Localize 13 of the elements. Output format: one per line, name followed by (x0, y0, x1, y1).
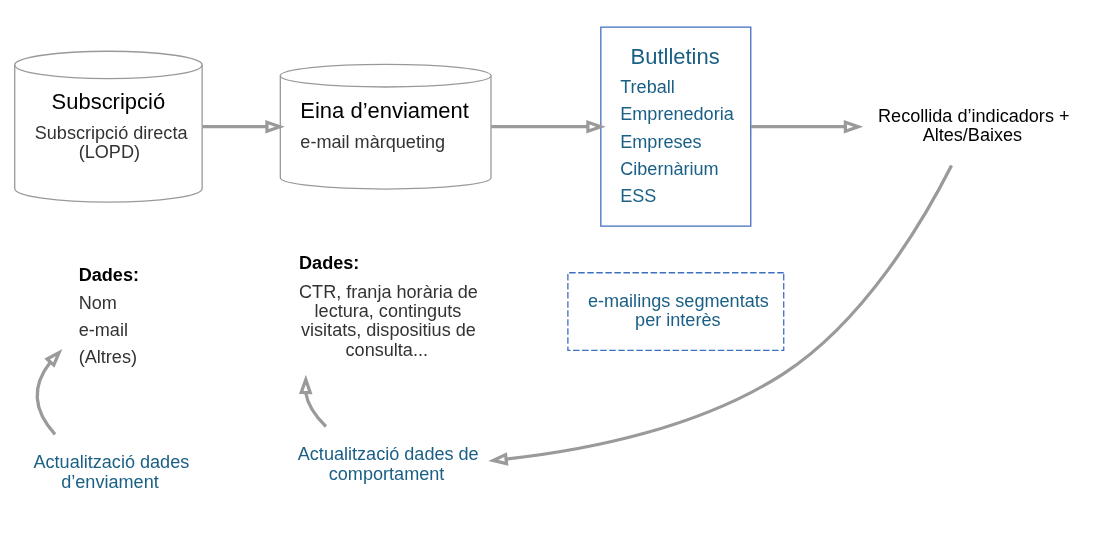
node-text: Actualització dades de comportament (297, 443, 479, 484)
arrow (491, 119, 606, 133)
arrow (202, 119, 285, 133)
node-text: Actualització dades d’enviament (33, 451, 190, 492)
arrow (298, 374, 328, 428)
node-text: Dades: Nom e-mail (Altres) (78, 264, 139, 367)
node-box: Butlletins Treball Emprenedoria Empreses Cibernàrium ESS (600, 26, 752, 227)
arrow (488, 164, 953, 466)
node-text: Dades: CTR, franja horària de lectura, continguts visitats, dispositius de consulta... (299, 252, 478, 360)
arrow (35, 348, 63, 435)
node-box: e-mailings segmentats per interès (567, 271, 785, 351)
arrow (750, 119, 864, 133)
node-text: Recollida d’indicadors + Altes/Baixes (878, 105, 1070, 145)
